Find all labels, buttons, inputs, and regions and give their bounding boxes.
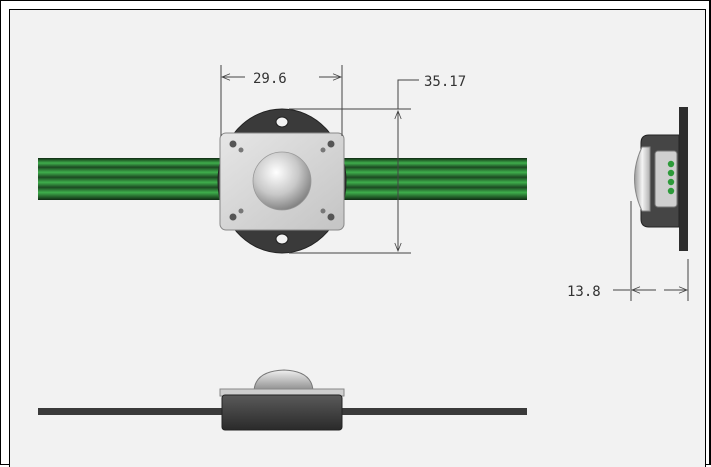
lens-dome: [252, 151, 312, 211]
cable-right: [341, 158, 527, 200]
connector-pin: [667, 169, 675, 177]
top-view: [38, 108, 527, 254]
drawing-panel: [9, 9, 706, 467]
front-dome: [253, 369, 314, 392]
connector-pin: [667, 187, 675, 195]
screw: [229, 213, 237, 221]
front-cable-left: [38, 408, 224, 415]
side-view-right: [634, 107, 688, 251]
side-lens: [634, 146, 651, 212]
screw: [327, 213, 335, 221]
dimension-depth-label: 13.8: [567, 284, 601, 300]
screw: [229, 140, 237, 148]
screw: [238, 208, 244, 214]
screw: [327, 140, 335, 148]
side-connector: [654, 150, 678, 208]
connector-pin: [667, 160, 675, 168]
connector-pin: [667, 178, 675, 186]
screw: [238, 147, 244, 153]
mount-flange: [679, 107, 688, 251]
front-cable-right: [341, 408, 527, 415]
front-body: [221, 394, 343, 431]
dimension-height: [289, 79, 419, 254]
dimension-width-label: 29.6: [253, 71, 287, 87]
mount-hole-top: [275, 116, 289, 128]
dimension-height-label: 35.17: [424, 74, 466, 90]
mount-hole-bottom: [275, 233, 289, 245]
screw: [320, 208, 326, 214]
front-view: [38, 369, 527, 431]
dimension-depth: [613, 201, 689, 301]
cable-left: [38, 158, 224, 200]
screw: [320, 147, 326, 153]
dimension-width: [220, 65, 343, 136]
